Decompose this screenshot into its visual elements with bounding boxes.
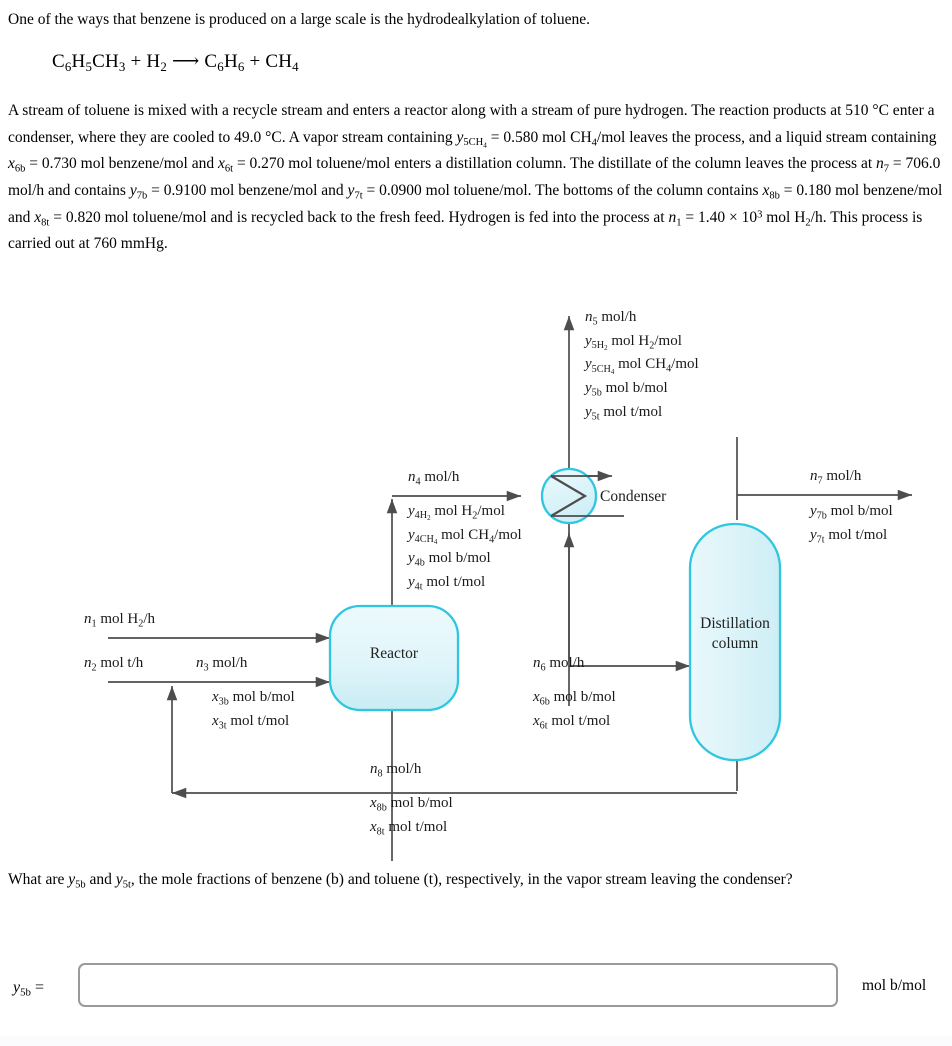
stream-4-comp-labels: y4H2 mol H2/mol y4CH4 mol CH4/mol y4b mo… (408, 503, 522, 593)
distillation-column-label: Distillation column (695, 614, 775, 654)
stream-2-label: n2 mol t/h (84, 655, 144, 674)
condenser-coil-icon (550, 475, 588, 517)
intro-paragraph: One of the ways that benzene is produced… (8, 11, 591, 28)
column-label-line1: Distillation (700, 615, 770, 632)
answer-label: y5b = (13, 979, 45, 999)
condenser-body (540, 467, 598, 525)
condenser-label: Condenser (600, 488, 667, 505)
stream-5-labels: n5 mol/h y5H2 mol H2/mol y5CH4 mol CH4/m… (585, 309, 699, 422)
stream-6-flow-label: n6 mol/h (533, 655, 585, 674)
answer-input[interactable] (78, 963, 838, 1007)
stream-6-comp-labels: x6b mol b/mol x6t mol t/mol (533, 689, 616, 731)
answer-units: mol b/mol (862, 977, 927, 994)
page-bottom-divider (0, 1036, 952, 1046)
stream-1-label: n1 mol H2/h (84, 611, 156, 630)
reaction-arrow-icon: ⟶ (171, 51, 200, 72)
distillation-column-vessel (688, 522, 782, 762)
question-text: What are y5b and y5t, the mole fractions… (8, 871, 793, 891)
column-label-line2: column (711, 634, 759, 652)
stream-3-comp-labels: x3b mol b/mol x3t mol t/mol (212, 689, 295, 731)
reactor-label: Reactor (369, 645, 419, 662)
problem-statement: A stream of toluene is mixed with a recy… (8, 102, 943, 253)
stream-8-comp-labels: x8b mol b/mol x8t mol t/mol (370, 795, 453, 837)
stream-8-flow-label: n8 mol/h (370, 761, 422, 780)
condenser-unit (540, 467, 624, 525)
stream-7-comp-labels: y7b mol b/mol y7t mol t/mol (810, 503, 893, 545)
answer-row: y5b = mol b/mol (0, 963, 952, 1021)
reactor-vessel (328, 604, 460, 712)
stream-4-flow-label: n4 mol/h (408, 469, 460, 488)
stream-7-flow-label: n7 mol/h (810, 468, 862, 487)
stream-3-flow-label: n3 mol/h (196, 655, 248, 674)
chemical-equation: C6H5CH3 + H2⟶C6H6 + CH4 (52, 51, 299, 75)
process-flow-diagram: Reactor Condenser Distillation column n5… (0, 296, 952, 861)
